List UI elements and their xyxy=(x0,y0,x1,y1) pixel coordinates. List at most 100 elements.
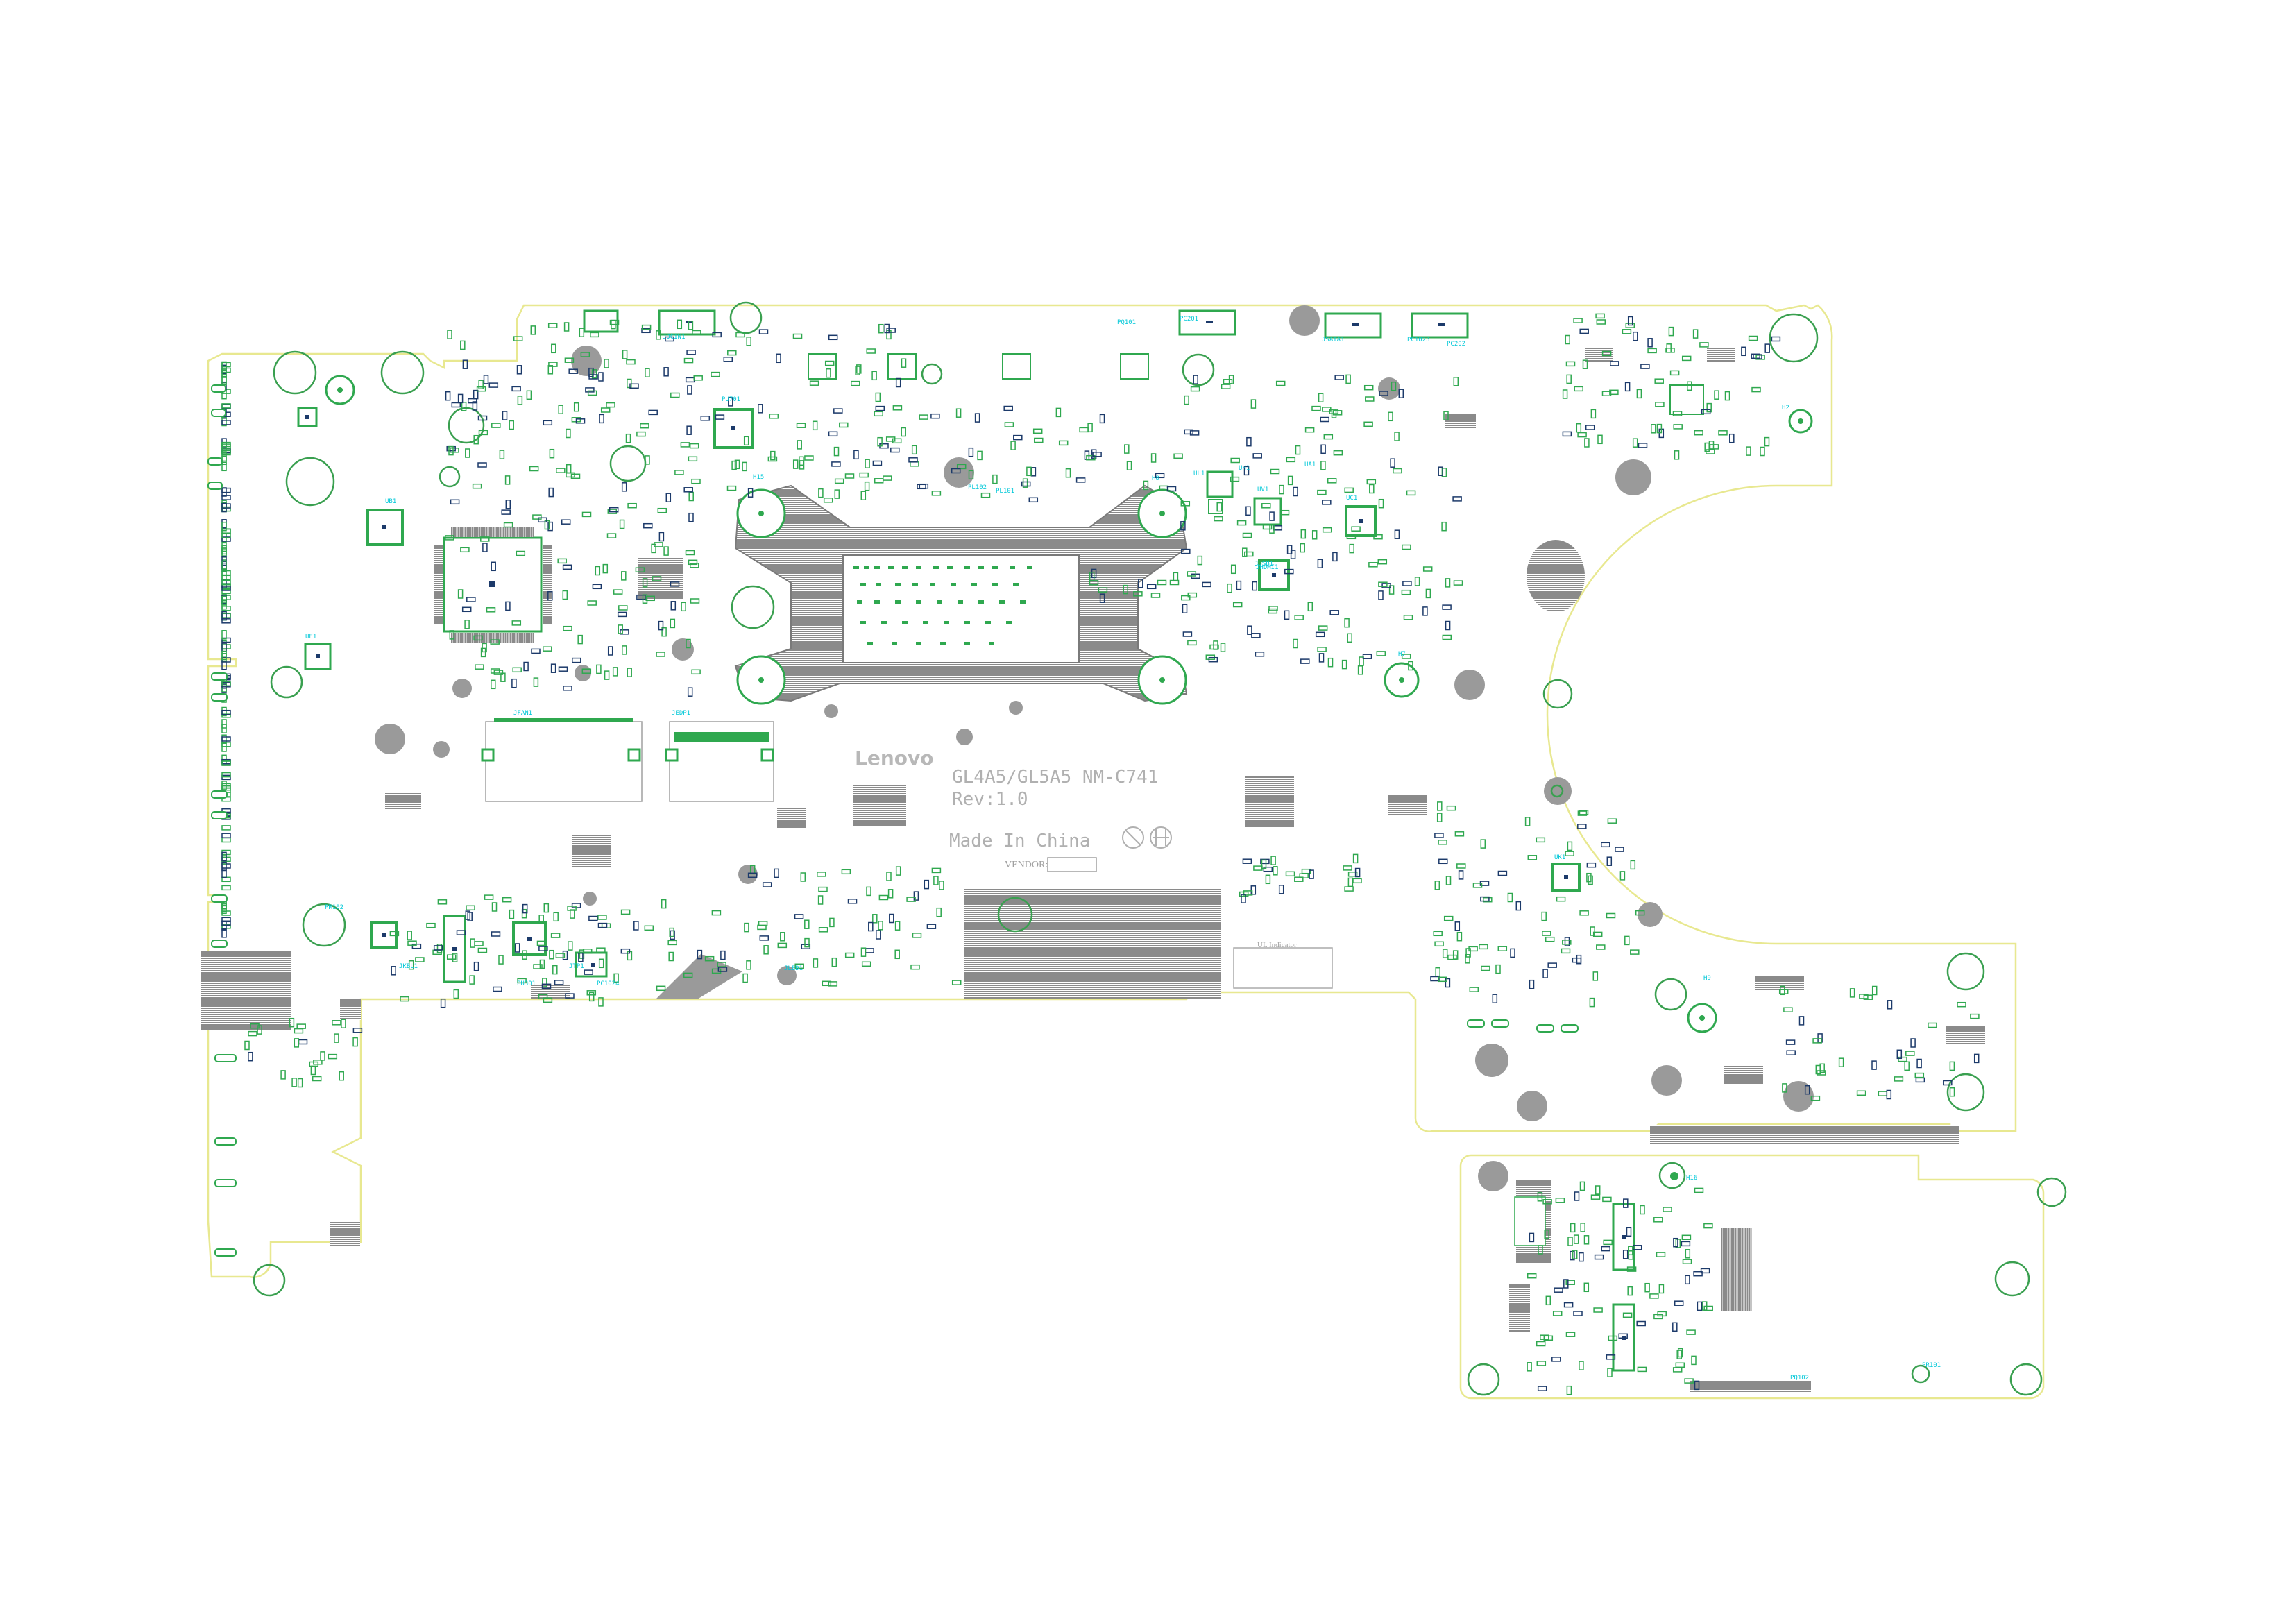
passive-179 xyxy=(681,602,686,612)
passive-749 xyxy=(1458,870,1464,880)
cpu-die-window xyxy=(842,554,1080,663)
passive-1057 xyxy=(1166,486,1177,492)
passive-364 xyxy=(742,461,747,472)
passive-596 xyxy=(1655,402,1665,407)
refdes-h7: H7 xyxy=(1398,651,1406,658)
passive-530 xyxy=(1346,534,1357,540)
passive-995 xyxy=(578,952,584,962)
passive-805 xyxy=(1904,1061,1910,1071)
passive-144 xyxy=(543,646,552,652)
passive-815 xyxy=(1898,1056,1907,1062)
passive-962 xyxy=(415,957,425,962)
passive-221 xyxy=(466,597,476,602)
passive-332 xyxy=(579,328,585,337)
passive-642 xyxy=(794,963,804,969)
passive-1068 xyxy=(1034,437,1044,443)
passive-796 xyxy=(1878,1091,1888,1096)
passive-974 xyxy=(579,949,585,959)
passive-1040 xyxy=(968,470,974,480)
passive-284 xyxy=(491,423,501,428)
passive-648 xyxy=(828,981,838,987)
passive-384 xyxy=(728,397,733,407)
passive-444 xyxy=(1453,377,1459,386)
passive-1081 xyxy=(992,474,998,484)
passive-76 xyxy=(221,560,227,570)
passive-895 xyxy=(1636,1320,1646,1327)
passive-638 xyxy=(876,930,881,940)
passive-528 xyxy=(1322,527,1332,533)
passive-54 xyxy=(221,461,227,472)
passive-551 xyxy=(1601,350,1612,357)
passive-317 xyxy=(688,559,698,566)
passive-177 xyxy=(687,385,692,395)
passive-169 xyxy=(636,594,646,600)
passive-756 xyxy=(1480,839,1486,849)
passive-477 xyxy=(1223,379,1233,384)
passive-608 xyxy=(1681,355,1692,362)
passive-249 xyxy=(606,402,615,408)
passive-376 xyxy=(878,323,884,334)
passive-322 xyxy=(636,431,646,437)
passive-672 xyxy=(817,895,824,905)
passive-37 xyxy=(221,861,227,872)
passive-818 xyxy=(1896,1049,1903,1060)
passive-354 xyxy=(804,455,814,461)
passive-327 xyxy=(617,611,627,618)
passive-1062 xyxy=(892,438,902,444)
passive-210 xyxy=(461,402,467,411)
passive-521 xyxy=(1320,461,1326,470)
passive-960 xyxy=(542,978,547,987)
passive-971 xyxy=(620,948,631,954)
passive-1010 xyxy=(470,938,475,948)
passive-763 xyxy=(1442,949,1448,958)
passive-959 xyxy=(536,940,547,946)
passive-127 xyxy=(221,920,231,926)
passive-640 xyxy=(841,869,851,875)
passive-652 xyxy=(683,972,693,978)
recycle-marks xyxy=(1122,826,1172,849)
passive-333 xyxy=(590,332,599,338)
passive-880 xyxy=(1583,1282,1590,1293)
board-revision: Rev:1.0 xyxy=(952,789,1028,810)
passive-126 xyxy=(221,361,227,371)
passive-699 xyxy=(1239,891,1249,897)
passive-809 xyxy=(1810,1095,1821,1101)
passive-271 xyxy=(618,624,623,634)
passive-328 xyxy=(538,517,547,523)
passive-167 xyxy=(658,532,665,542)
passive-375 xyxy=(901,358,907,368)
passive-61 xyxy=(221,519,227,529)
passive-788 xyxy=(1635,910,1645,916)
passive-700 xyxy=(1309,869,1314,879)
passive-752 xyxy=(1465,954,1470,964)
passive-776 xyxy=(1447,954,1457,960)
passive-803 xyxy=(1783,1007,1793,1012)
passive-768 xyxy=(1434,941,1444,947)
passive-308 xyxy=(609,507,619,513)
passive-475 xyxy=(1300,529,1307,539)
passive-154 xyxy=(581,511,592,518)
passive-490 xyxy=(1381,583,1391,588)
passive-580 xyxy=(1640,364,1650,369)
passive-485 xyxy=(1401,654,1411,659)
passive-911 xyxy=(1675,1362,1685,1368)
passive-536 xyxy=(1250,399,1257,409)
refdes-pl102: PL102 xyxy=(968,484,987,491)
passive-930 xyxy=(248,1051,253,1062)
passive-892 xyxy=(1595,1185,1601,1195)
passive-543 xyxy=(1286,545,1293,554)
passive-829 xyxy=(1914,1072,1925,1078)
passive-258 xyxy=(564,357,575,363)
passive-111 xyxy=(221,917,231,923)
passive-1054 xyxy=(1087,423,1093,433)
passive-491 xyxy=(1244,551,1254,557)
passive-315 xyxy=(478,380,484,389)
passive-654 xyxy=(717,967,728,972)
passive-759 xyxy=(1445,876,1452,885)
passive-704 xyxy=(1263,866,1273,872)
passive-289 xyxy=(488,382,499,388)
passive-675 xyxy=(878,894,889,901)
passive-802 xyxy=(1970,1013,1980,1019)
passive-618 xyxy=(1674,450,1680,460)
passive-1055 xyxy=(1022,478,1028,488)
